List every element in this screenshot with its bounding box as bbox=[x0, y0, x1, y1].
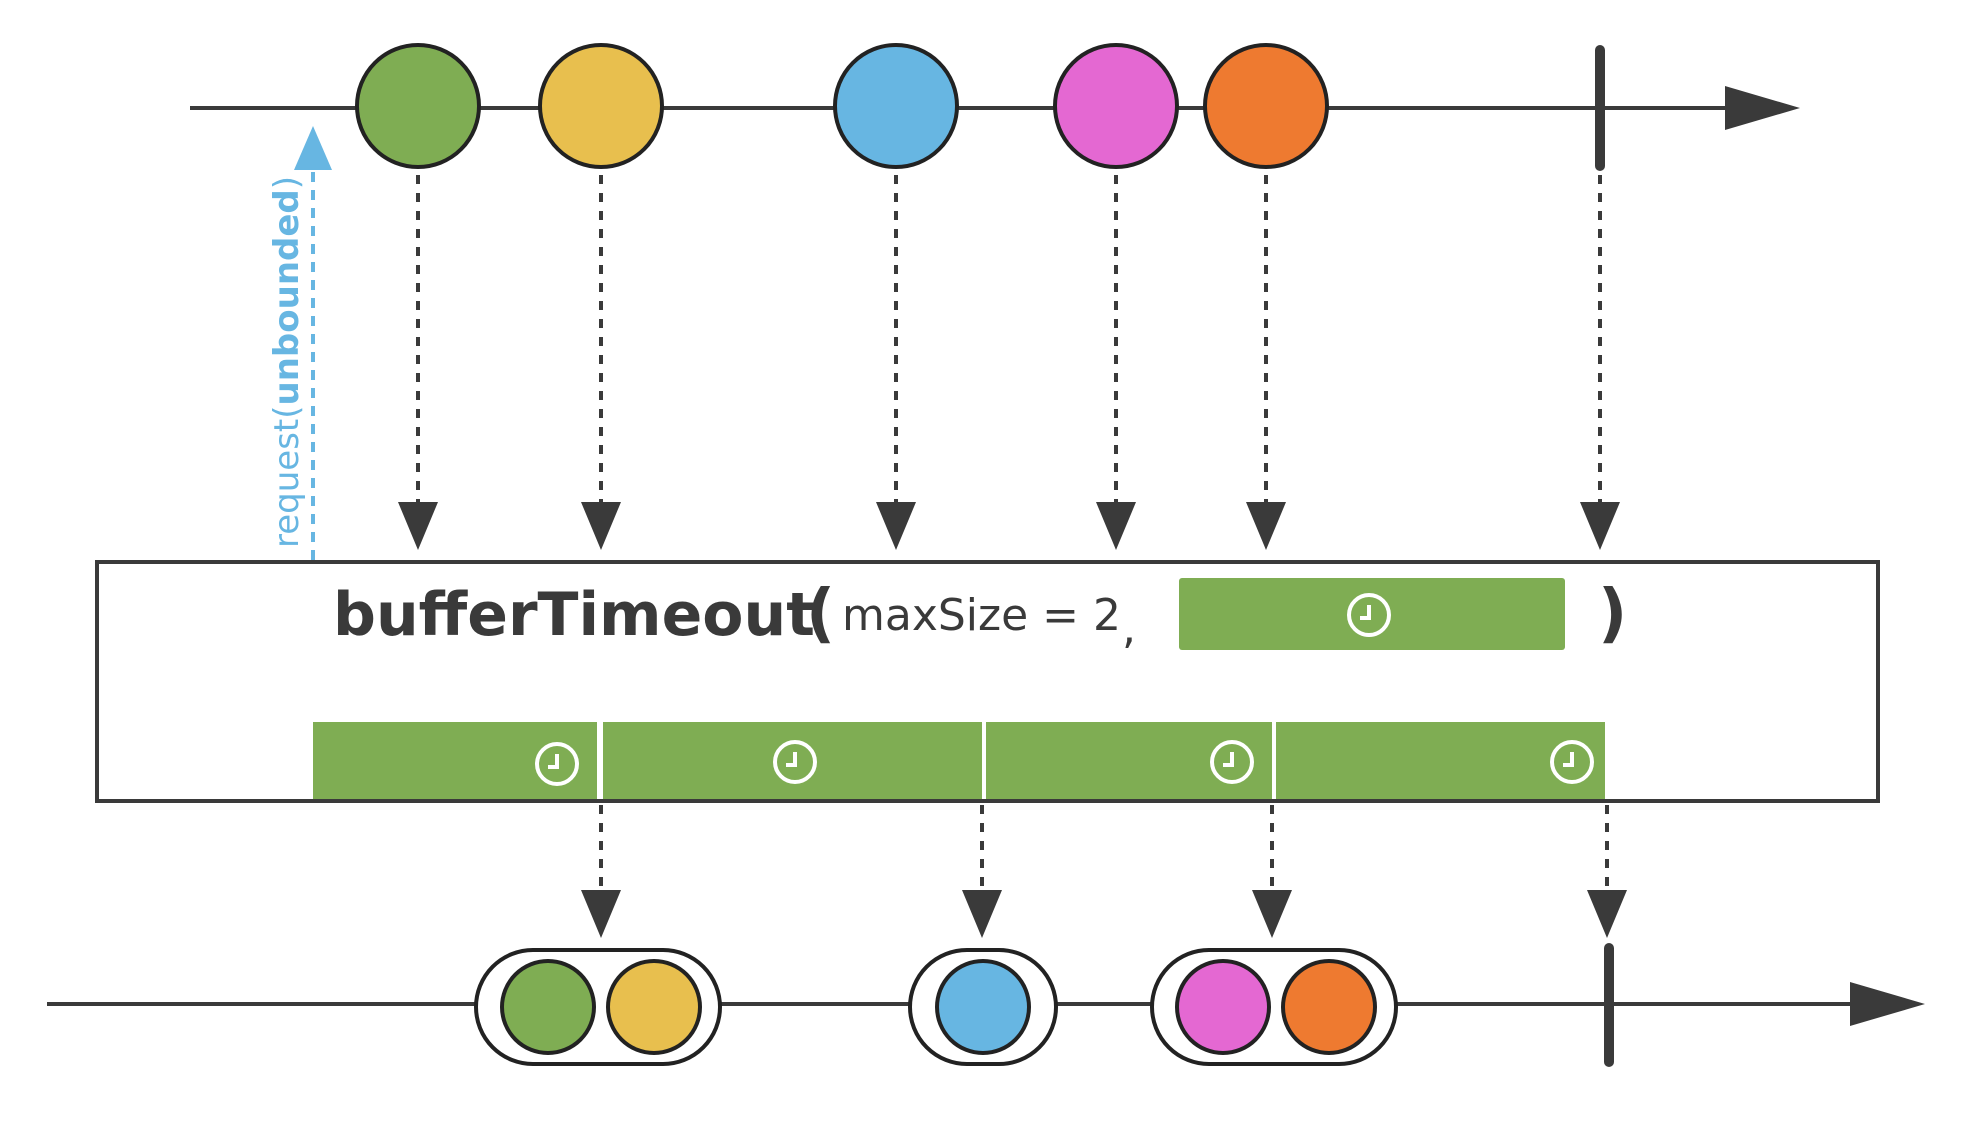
buffer-marble bbox=[1175, 959, 1271, 1055]
operator-param: maxSize = 2 bbox=[842, 590, 1121, 641]
marble-blue bbox=[833, 43, 959, 169]
buffer-marble bbox=[935, 959, 1031, 1055]
output-buffers bbox=[474, 948, 1398, 1066]
timer-segment bbox=[313, 722, 597, 799]
clock-icon bbox=[1210, 740, 1254, 784]
clock-icon bbox=[1347, 593, 1391, 637]
operator-close-paren: ) bbox=[1598, 577, 1627, 651]
marble-magenta bbox=[1053, 43, 1179, 169]
output-drop-arrows bbox=[599, 805, 1609, 895]
operator-comma: , bbox=[1122, 603, 1136, 654]
timeout-param-bar bbox=[1179, 578, 1565, 650]
operator-name: bufferTimeout bbox=[333, 580, 815, 650]
buffer-marble bbox=[1281, 959, 1377, 1055]
source-drop-arrows bbox=[416, 175, 1602, 505]
buffer-marble bbox=[606, 959, 702, 1055]
timer-segment bbox=[986, 722, 1272, 799]
timer-segment bbox=[603, 722, 982, 799]
source-marbles bbox=[355, 43, 1329, 169]
clock-icon bbox=[773, 740, 817, 784]
marble-yellow bbox=[538, 43, 664, 169]
timeline-arrowhead bbox=[1850, 982, 1925, 1026]
clock-icon bbox=[535, 742, 579, 786]
timer-segments bbox=[313, 722, 1605, 799]
clock-icon bbox=[1550, 740, 1594, 784]
timer-segment bbox=[1276, 722, 1605, 799]
source-arrowheads bbox=[398, 502, 1620, 550]
marble-green bbox=[355, 43, 481, 169]
request-arrow bbox=[294, 126, 332, 560]
buffer-marble bbox=[500, 959, 596, 1055]
operator-open-paren: ( bbox=[806, 577, 835, 651]
request-label: request(unbounded) bbox=[267, 176, 307, 548]
output-arrowheads bbox=[581, 890, 1627, 938]
marble-orange bbox=[1203, 43, 1329, 169]
timeline-arrowhead bbox=[1725, 86, 1800, 130]
